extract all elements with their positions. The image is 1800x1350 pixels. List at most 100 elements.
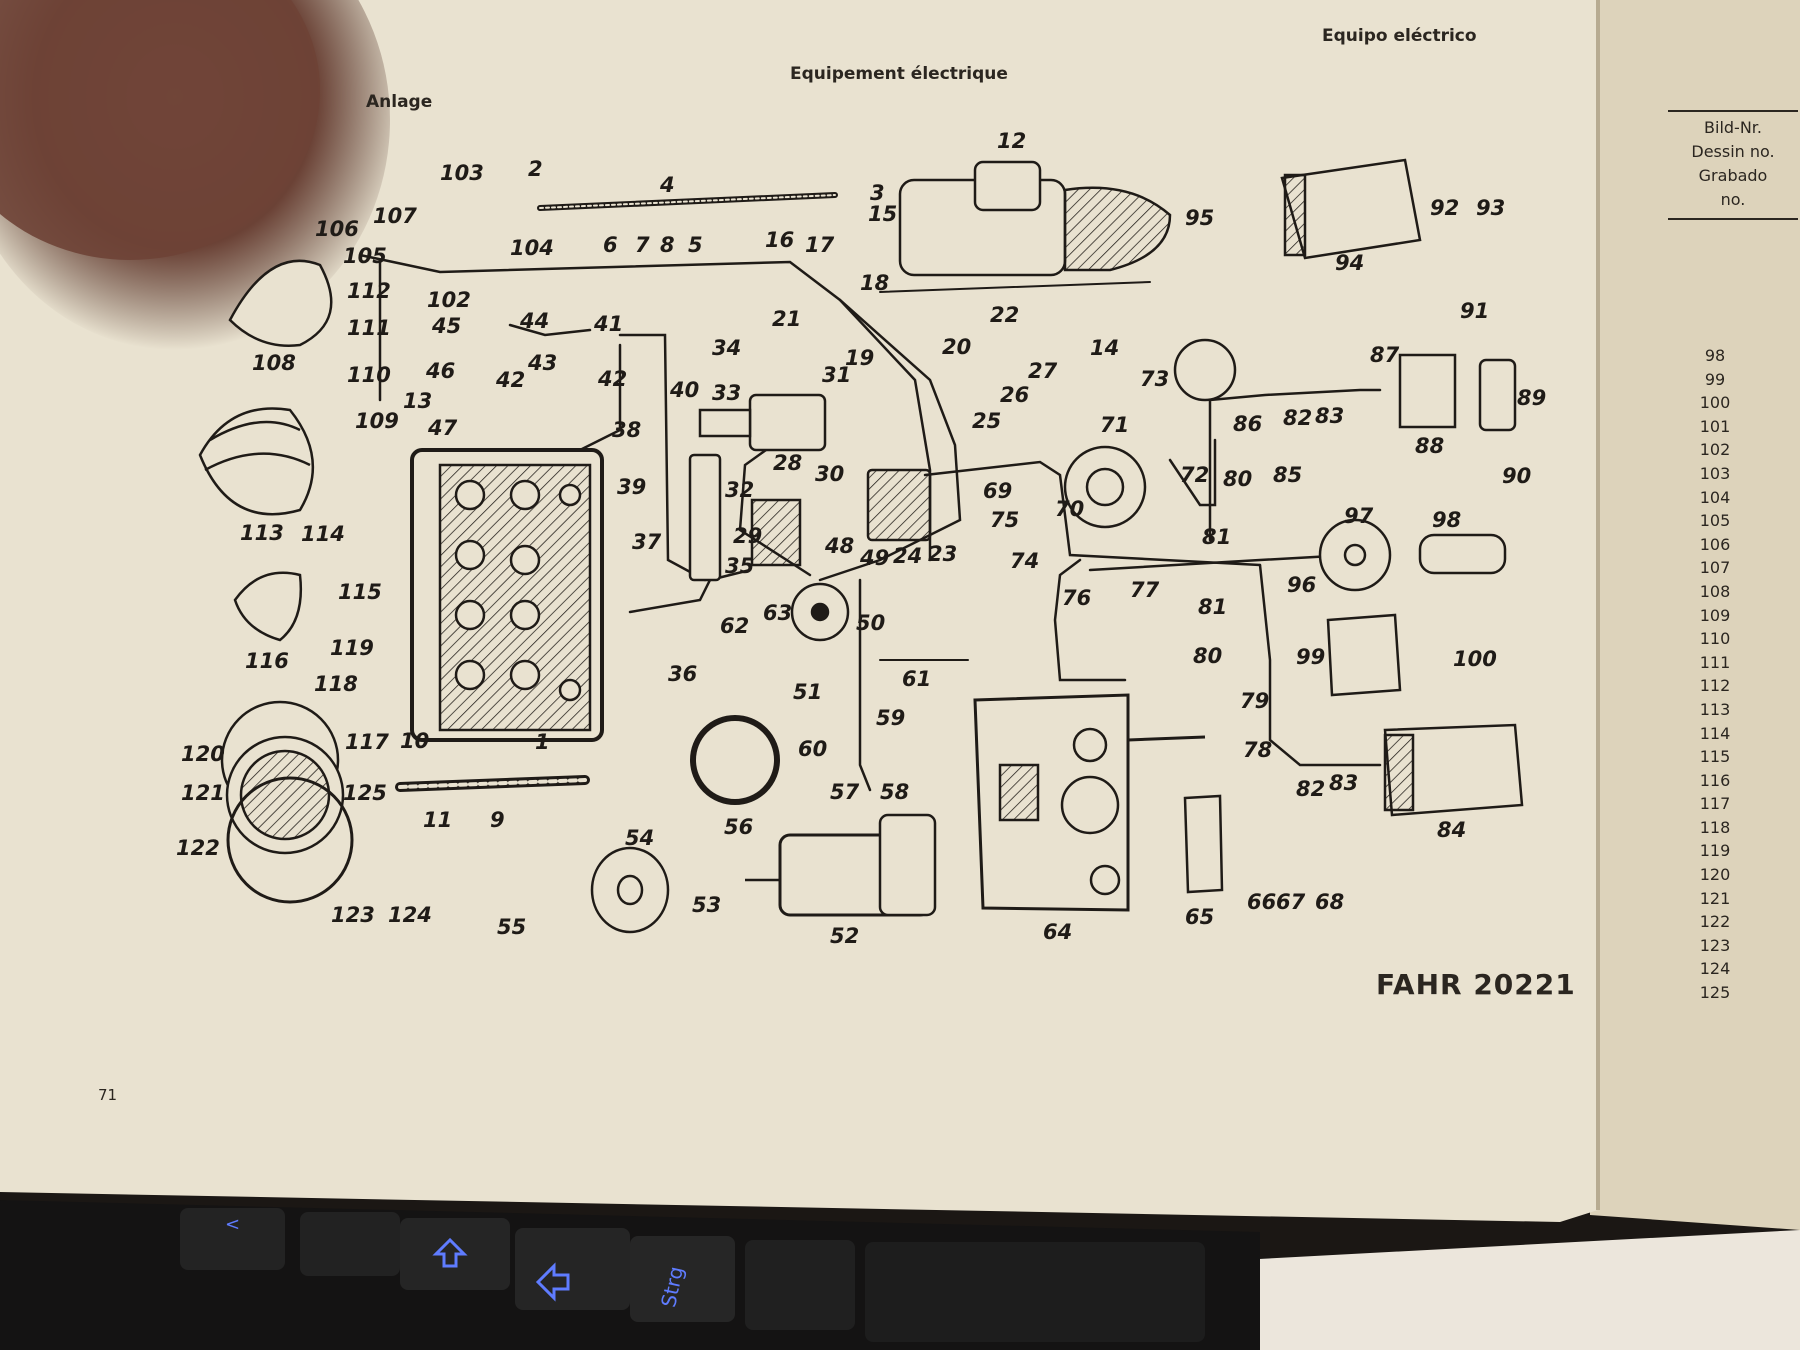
callout-118: 118 xyxy=(314,672,358,696)
callout-61: 61 xyxy=(902,667,931,691)
callout-119: 119 xyxy=(330,636,374,660)
figure-number-row: 120 xyxy=(1699,865,1731,885)
callout-7: 7 xyxy=(635,233,650,257)
figure-number-row: 110 xyxy=(1699,629,1731,649)
callout-17: 17 xyxy=(805,233,835,257)
callout-9: 9 xyxy=(490,808,505,832)
paper-note xyxy=(1228,1230,1800,1350)
callout-43: 43 xyxy=(527,351,557,375)
header-spanish: Equipo eléctrico xyxy=(1322,26,1477,46)
callout-19: 19 xyxy=(845,346,874,370)
callout-65: 65 xyxy=(1185,905,1214,929)
callout-42-left: 42 xyxy=(495,368,525,392)
callout-21: 21 xyxy=(772,307,801,331)
callout-34: 34 xyxy=(712,336,741,360)
figure-number-row: 103 xyxy=(1699,463,1731,483)
callout-38: 38 xyxy=(612,418,641,442)
figure-code: FAHR 20221 xyxy=(1376,968,1576,1001)
callout-86: 86 xyxy=(1233,412,1262,436)
callout-98: 98 xyxy=(1432,508,1461,532)
table-heading-line: Bild-Nr. xyxy=(1704,118,1762,137)
figure-number-row: 100 xyxy=(1699,393,1731,413)
callout-115: 115 xyxy=(338,580,382,604)
callout-81-lower: 81 xyxy=(1198,595,1227,619)
header-german: Anlage xyxy=(366,92,433,112)
callout-44: 44 xyxy=(519,309,549,333)
callout-56: 56 xyxy=(724,815,753,839)
callout-78: 78 xyxy=(1243,738,1272,762)
callout-82-upper: 82 xyxy=(1283,406,1312,430)
part-callouts: 1 2 3 4 5 6 7 8 9 10 11 12 13 14 15 16 1… xyxy=(176,129,1546,948)
callout-26: 26 xyxy=(1000,383,1029,407)
table-heading-line: Grabado xyxy=(1698,166,1768,185)
callout-83-upper: 83 xyxy=(1315,404,1344,428)
callout-14: 14 xyxy=(1090,336,1119,360)
callout-88: 88 xyxy=(1415,434,1444,458)
callout-12: 12 xyxy=(997,129,1026,153)
callout-83-lower: 83 xyxy=(1329,771,1358,795)
callout-55: 55 xyxy=(497,915,526,939)
figure-number-row: 113 xyxy=(1699,699,1731,719)
callout-114: 114 xyxy=(301,522,345,546)
callout-51: 51 xyxy=(793,680,822,704)
callout-31: 31 xyxy=(822,363,851,387)
callout-18: 18 xyxy=(860,271,889,295)
callout-80-upper: 80 xyxy=(1223,467,1252,491)
callout-84: 84 xyxy=(1437,818,1466,842)
figure-number-row: 117 xyxy=(1699,794,1731,814)
callout-99: 99 xyxy=(1296,645,1325,669)
callout-100: 100 xyxy=(1453,647,1497,671)
callout-72: 72 xyxy=(1180,463,1209,487)
ignition-coil xyxy=(745,813,937,917)
table-heading-line: no. xyxy=(1720,190,1746,209)
callout-3: 3 xyxy=(870,181,885,205)
callout-111: 111 xyxy=(347,316,391,340)
callout-36: 36 xyxy=(668,662,697,686)
figure-number-row: 121 xyxy=(1699,888,1731,908)
callout-58: 58 xyxy=(880,780,909,804)
figure-number-row: 119 xyxy=(1699,841,1731,861)
callout-37: 37 xyxy=(632,530,662,554)
callout-82-lower: 82 xyxy=(1296,777,1325,801)
callout-107: 107 xyxy=(373,204,417,228)
callout-1: 1 xyxy=(535,730,550,754)
callout-76: 76 xyxy=(1062,586,1091,610)
figure-number-row: 122 xyxy=(1699,912,1731,932)
callout-39: 39 xyxy=(617,475,646,499)
callout-53: 53 xyxy=(692,893,721,917)
callout-11: 11 xyxy=(423,808,452,832)
starter-motor xyxy=(898,160,1172,277)
callout-109: 109 xyxy=(355,409,399,433)
callout-87: 87 xyxy=(1370,343,1400,367)
figure-number-row: 112 xyxy=(1699,676,1731,696)
callout-45: 45 xyxy=(431,314,461,338)
callout-89: 89 xyxy=(1517,386,1546,410)
callout-108: 108 xyxy=(252,351,296,375)
callout-6: 6 xyxy=(603,233,618,257)
callout-85: 85 xyxy=(1273,463,1302,487)
callout-66: 66 xyxy=(1247,890,1276,914)
callout-90: 90 xyxy=(1502,464,1531,488)
callout-94: 94 xyxy=(1335,251,1364,275)
callout-112: 112 xyxy=(347,279,391,303)
keyboard-key-less-than: < xyxy=(180,1208,285,1270)
callout-62: 62 xyxy=(720,614,749,638)
callout-116: 116 xyxy=(245,649,289,673)
header-french: Equipement électrique xyxy=(790,64,1008,84)
figure-number-row: 118 xyxy=(1699,817,1731,837)
callout-68: 68 xyxy=(1315,890,1344,914)
figure-number-row: 114 xyxy=(1699,723,1731,743)
callout-67: 67 xyxy=(1276,890,1306,914)
callout-117: 117 xyxy=(345,730,389,754)
figure-number-row: 125 xyxy=(1699,983,1731,1003)
callout-49: 49 xyxy=(859,546,889,570)
callout-46: 46 xyxy=(425,359,455,383)
callout-91: 91 xyxy=(1460,299,1489,323)
figure-number-row: 116 xyxy=(1699,770,1731,790)
keyboard-key-arrow-up xyxy=(400,1218,510,1290)
callout-30: 30 xyxy=(815,462,844,486)
callout-71: 71 xyxy=(1100,413,1129,437)
callout-64: 64 xyxy=(1043,920,1072,944)
callout-42-right: 42 xyxy=(597,367,627,391)
